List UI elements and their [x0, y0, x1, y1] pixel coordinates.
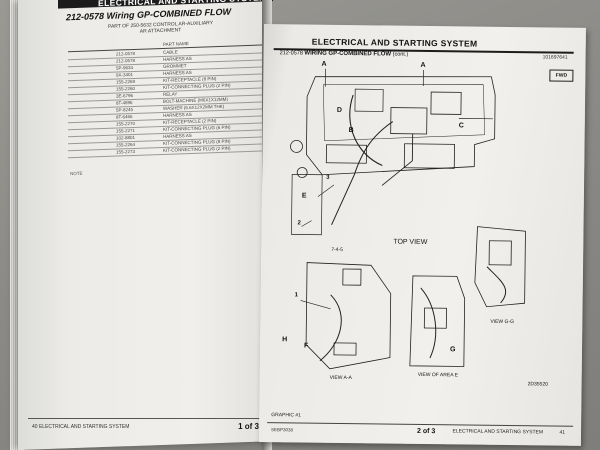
graphic-label: GRAPHIC #1 — [271, 412, 301, 419]
view-aa-component — [342, 268, 362, 286]
part-number: 3E-6796 — [116, 92, 134, 99]
hydraulic-fitting — [290, 140, 303, 153]
left-header: ELECTRICAL AND STARTING SYSTEM 212-0578 … — [58, 0, 273, 37]
label-two: 2 — [297, 220, 301, 227]
view-aa-label: VIEW A-A — [329, 374, 352, 382]
part-name: HARNESS AS — [163, 69, 192, 76]
part-number: 8T-6466 — [116, 114, 133, 120]
left-part-of: PART OF 250-5632 CONTROL AR-AUXILIARY AR… — [108, 20, 213, 36]
view-area-label: VIEW OF AREA E — [417, 371, 459, 379]
view-e-harness — [420, 287, 437, 359]
part-name: WASHER (6.6X12X2MM THK) — [163, 103, 225, 111]
part-name: HARNESS AS — [163, 132, 192, 139]
label-three: 3 — [326, 174, 330, 181]
top-view-label: TOP VIEW — [393, 238, 428, 247]
label-a-left: A — [321, 60, 327, 68]
left-footer-text: 40 ELECTRICAL AND STARTING SYSTEM — [32, 424, 130, 430]
label-one: 1 — [294, 292, 299, 299]
battery-box-left — [354, 88, 384, 112]
part-name: KIT-RECEPTACLE (8 PIN) — [163, 76, 217, 83]
part-number: 155-2264 — [116, 141, 136, 148]
left-footer: 40 ELECTRICAL AND STARTING SYSTEM 1 of 3 — [28, 418, 263, 438]
view-aa-harness — [319, 294, 342, 362]
lower-left-frame — [291, 174, 323, 236]
part-number: 155-2260 — [116, 85, 136, 92]
section-line-a — [324, 68, 424, 87]
part-number: 155-2270 — [116, 120, 136, 127]
right-footer-text: ELECTRICAL AND STARTING SYSTEM — [452, 428, 544, 436]
relay-box — [390, 107, 428, 135]
view-aa-connector — [333, 342, 357, 356]
label-e: E — [301, 192, 307, 200]
left-footer-rule — [28, 418, 263, 419]
part-name: GROMMET — [163, 63, 187, 69]
leader-line-3 — [317, 184, 335, 197]
left-section-title: ELECTRICAL AND STARTING SYSTEM — [98, 0, 267, 9]
right-page: ELECTRICAL AND STARTING SYSTEM 212-0578 … — [258, 24, 586, 446]
right-footer-number: 41 — [559, 429, 566, 436]
hydraulic-fitting-2 — [296, 167, 308, 178]
part-name: RELAY — [163, 91, 178, 97]
tank-box — [325, 144, 367, 164]
panel-box — [430, 91, 462, 115]
label-a-right: A — [420, 61, 426, 69]
view-e-outline — [409, 275, 466, 367]
left-footnote: NOTE — [70, 170, 83, 177]
part-number: 155-2271 — [116, 127, 136, 134]
label-g: G — [449, 346, 456, 354]
harness-line-1 — [349, 94, 383, 166]
right-footer-page: 2 of 3 — [416, 427, 436, 436]
harness-line-3 — [381, 133, 414, 186]
view-gg-component — [488, 240, 512, 266]
part-name: KIT-CONNECTING PLUG (2 PIN) — [163, 82, 231, 90]
part-number: 155-2269 — [116, 78, 136, 85]
part-number: 8T-4896 — [116, 100, 133, 106]
part-number: 212-0578 — [116, 57, 136, 64]
wiring-diagram — [290, 68, 526, 370]
view-gg-label: VIEW G-G — [490, 318, 515, 326]
part-name: KIT-CONNECTING PLUG (2 PIN) — [163, 145, 231, 153]
leader-line-1 — [300, 300, 331, 310]
view-gg-harness — [486, 266, 507, 304]
label-c: C — [458, 122, 464, 130]
part-number: 5P-9634 — [116, 64, 134, 71]
detail-label: 7-4-5 — [331, 246, 343, 253]
part-number: 9X-3401 — [116, 71, 134, 78]
part-number: 155-2273 — [116, 148, 136, 155]
left-footer-page: 1 of 3 — [238, 422, 259, 431]
leader-line-2 — [301, 220, 312, 227]
label-f: F — [304, 342, 309, 350]
label-d: D — [336, 106, 343, 114]
part-number: 102-8801 — [116, 134, 136, 141]
left-page: ELECTRICAL AND STARTING SYSTEM 212-0578 … — [18, 0, 273, 450]
label-h: H — [282, 336, 288, 344]
cab-box — [403, 143, 455, 169]
part-name: KIT-CONNECTING PLUG (6 PIN) — [163, 124, 231, 132]
parts-table-header-name: PART NAME — [163, 41, 189, 47]
machine-top-outline — [306, 76, 496, 176]
machine-top-outline-inner — [323, 84, 485, 142]
harness-line-2 — [331, 121, 394, 226]
view-aa-outline — [305, 262, 392, 370]
right-footer-code: SEBP3038 — [271, 427, 294, 433]
part-name: HARNESS AS — [163, 111, 192, 118]
view-gg-outline — [474, 226, 526, 308]
label-b: B — [348, 127, 354, 135]
part-name: HARNESS AS — [163, 55, 192, 62]
part-name: KIT-RECEPTACLE (2 PIN) — [163, 118, 217, 125]
right-footer-rule — [267, 422, 574, 427]
drawing-code: 2D35520 — [527, 381, 548, 388]
part-name: CABLE — [163, 49, 178, 55]
part-name: BOLT-MACHINE (M6X1X12MM) — [163, 96, 228, 104]
part-name: KIT-CONNECTING PLUG (8 PIN) — [163, 138, 231, 146]
right-footer: GRAPHIC #1 SEBP3038 2 of 3 ELECTRICAL AN… — [267, 412, 574, 444]
part-number: 5P-8245 — [116, 106, 134, 113]
part-number: 212-0578 — [116, 50, 136, 57]
